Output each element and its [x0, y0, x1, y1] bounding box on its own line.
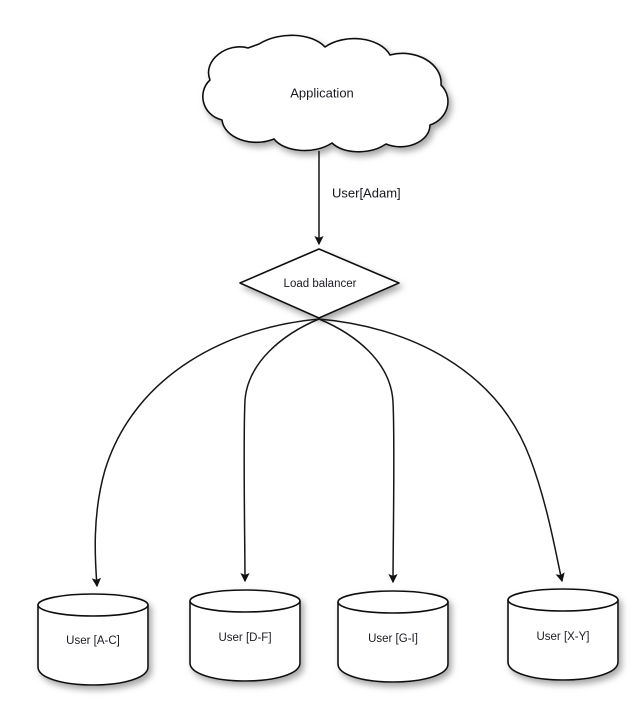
edge-balancer-to-shard-4[interactable] [318, 318, 565, 583]
shard-2-label: User [D-F] [218, 632, 271, 644]
shard-4-label: User [X-Y] [536, 631, 589, 643]
edge-balancer-to-shard-1[interactable] [91, 318, 320, 588]
node-shard-cylinder-3[interactable]: User [G-I] [337, 590, 449, 683]
edge-label-user-adam: User[Adam] [332, 185, 401, 200]
edge-balancer-to-shard-3[interactable] [318, 318, 398, 584]
load-balancer-node-label: Load balancer [284, 278, 357, 290]
shard-3-label: User [G-I] [368, 633, 418, 645]
node-application-cloud[interactable]: Application [202, 34, 449, 153]
node-load-balancer-diamond[interactable]: Load balancer [239, 248, 400, 319]
shard-1-label: User [A-C] [66, 635, 120, 647]
node-shard-cylinder-2[interactable]: User [D-F] [189, 589, 301, 682]
edge-balancer-to-shard-2[interactable] [240, 318, 320, 583]
application-node-label: Application [290, 85, 354, 100]
node-shard-cylinder-4[interactable]: User [X-Y] [507, 588, 619, 681]
node-shard-cylinder-1[interactable]: User [A-C] [37, 593, 149, 686]
